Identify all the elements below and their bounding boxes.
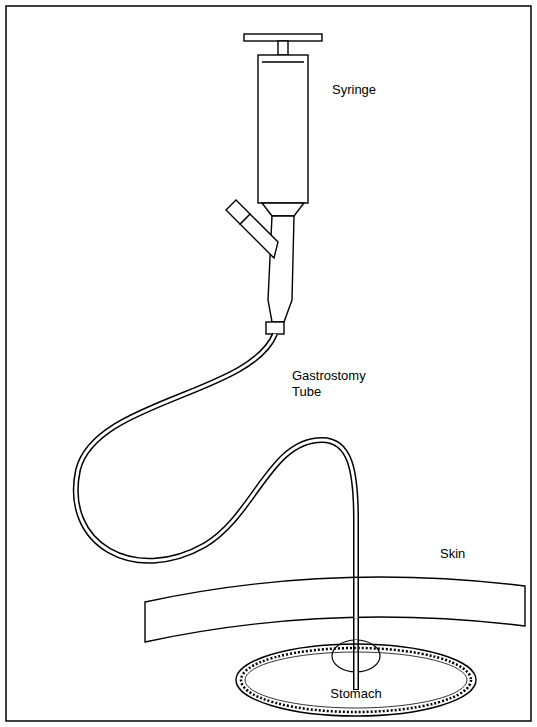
part-label: Syringe <box>332 82 422 98</box>
tube-through-skin <box>355 578 358 618</box>
part-label: Gastrostomy Tube <box>292 368 382 399</box>
tube-through-skin <box>353 578 359 618</box>
frame <box>6 6 531 721</box>
syringe <box>226 34 322 334</box>
stomach-shape <box>234 642 478 718</box>
stomach-outline: Stomach <box>234 642 478 718</box>
stomach-wall <box>236 644 476 716</box>
part-label: Skin <box>440 546 500 562</box>
skin-layer <box>145 577 525 642</box>
organ-label: Stomach <box>234 686 478 701</box>
stomach-lining <box>241 648 471 712</box>
